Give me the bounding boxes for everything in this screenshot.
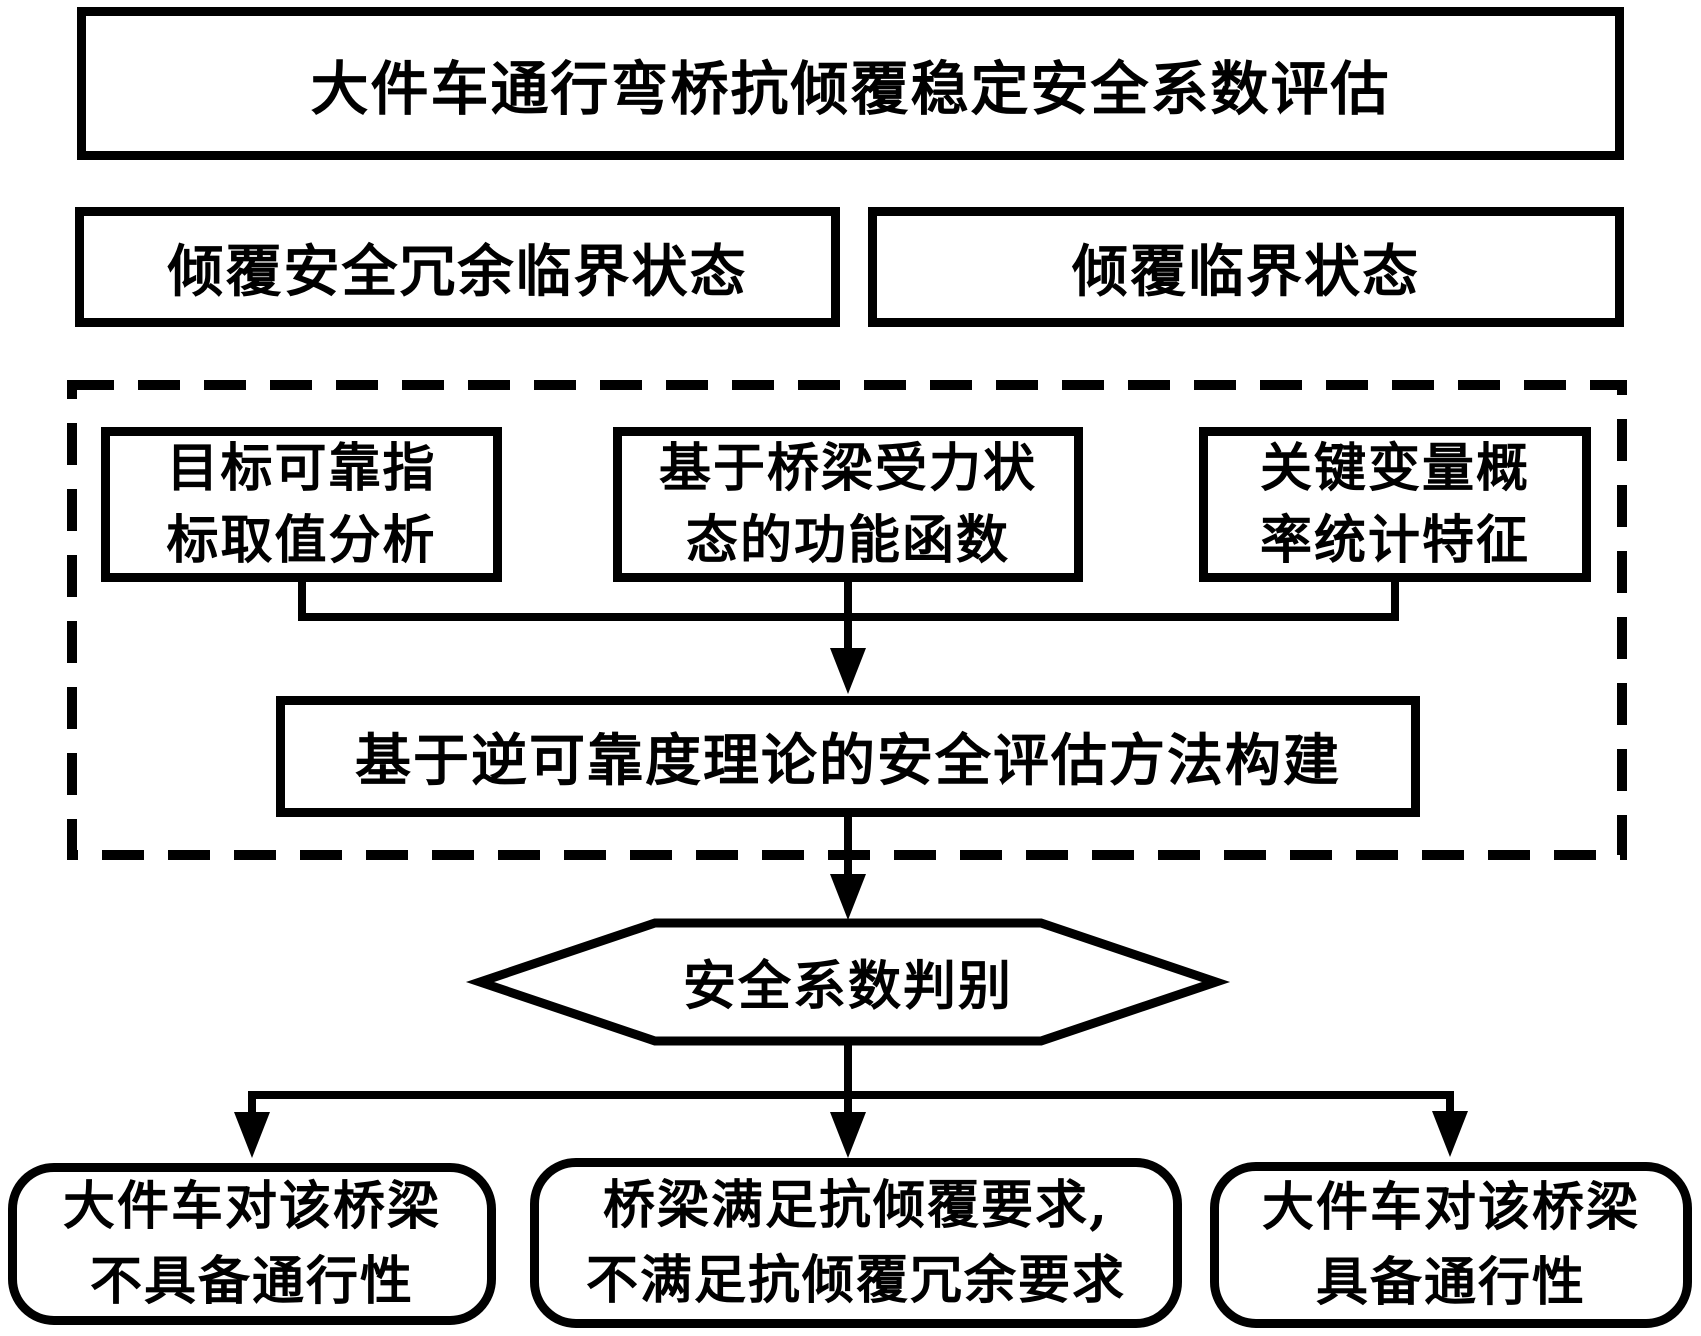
target-reliability-line2: 标取值分析	[166, 509, 437, 571]
passage-line2: 具备通行性	[1315, 1252, 1586, 1313]
target-reliability-line1: 目标可靠指	[166, 437, 437, 499]
state-redundancy-label: 倾覆安全冗余临界状态	[167, 238, 748, 305]
key-variables-line1: 关键变量概	[1259, 437, 1530, 499]
outcome-box-passage: 大件车对该桥梁 具备通行性	[1210, 1162, 1692, 1328]
no-passage-line2: 不具备通行性	[89, 1251, 414, 1312]
decision-label: 安全系数判别	[683, 955, 1013, 1017]
input-box-target-reliability: 目标可靠指 标取值分析	[101, 427, 502, 582]
no-passage-line1: 大件车对该桥梁	[62, 1176, 441, 1237]
passage-line1: 大件车对该桥梁	[1261, 1177, 1640, 1238]
arrowhead-outcome-mid	[830, 1112, 866, 1158]
outcome-box-partial: 桥梁满足抗倾覆要求, 不满足抗倾覆冗余要求	[530, 1158, 1182, 1328]
state-overturn-label: 倾覆临界状态	[1072, 238, 1420, 305]
arrowhead-outcome-left	[234, 1112, 270, 1158]
state-box-overturn-critical: 倾覆临界状态	[868, 207, 1624, 327]
partial-line1: 桥梁满足抗倾覆要求,	[602, 1175, 1110, 1236]
state-box-redundancy-critical: 倾覆安全冗余临界状态	[75, 207, 840, 327]
title-text: 大件车通行弯桥抗倾覆稳定安全系数评估	[310, 54, 1391, 123]
partial-line2: 不满足抗倾覆冗余要求	[585, 1250, 1126, 1311]
key-variables-line2: 率统计特征	[1259, 509, 1530, 571]
arrowhead-decision	[830, 874, 866, 920]
decision-hexagon	[465, 918, 1231, 1046]
input-box-bridge-function: 基于桥梁受力状 态的功能函数	[613, 427, 1083, 582]
outcome-box-no-passage: 大件车对该桥梁 不具备通行性	[8, 1163, 496, 1325]
title-box: 大件车通行弯桥抗倾覆稳定安全系数评估	[77, 7, 1624, 160]
input-box-key-variables: 关键变量概 率统计特征	[1199, 427, 1591, 582]
bridge-function-line2: 态的功能函数	[685, 509, 1010, 571]
arrowhead-outcome-right	[1432, 1111, 1468, 1157]
bridge-function-line1: 基于桥梁受力状	[658, 437, 1037, 499]
method-box: 基于逆可靠度理论的安全评估方法构建	[276, 696, 1420, 817]
arrowhead-method	[830, 648, 866, 694]
method-label: 基于逆可靠度理论的安全评估方法构建	[355, 728, 1341, 794]
